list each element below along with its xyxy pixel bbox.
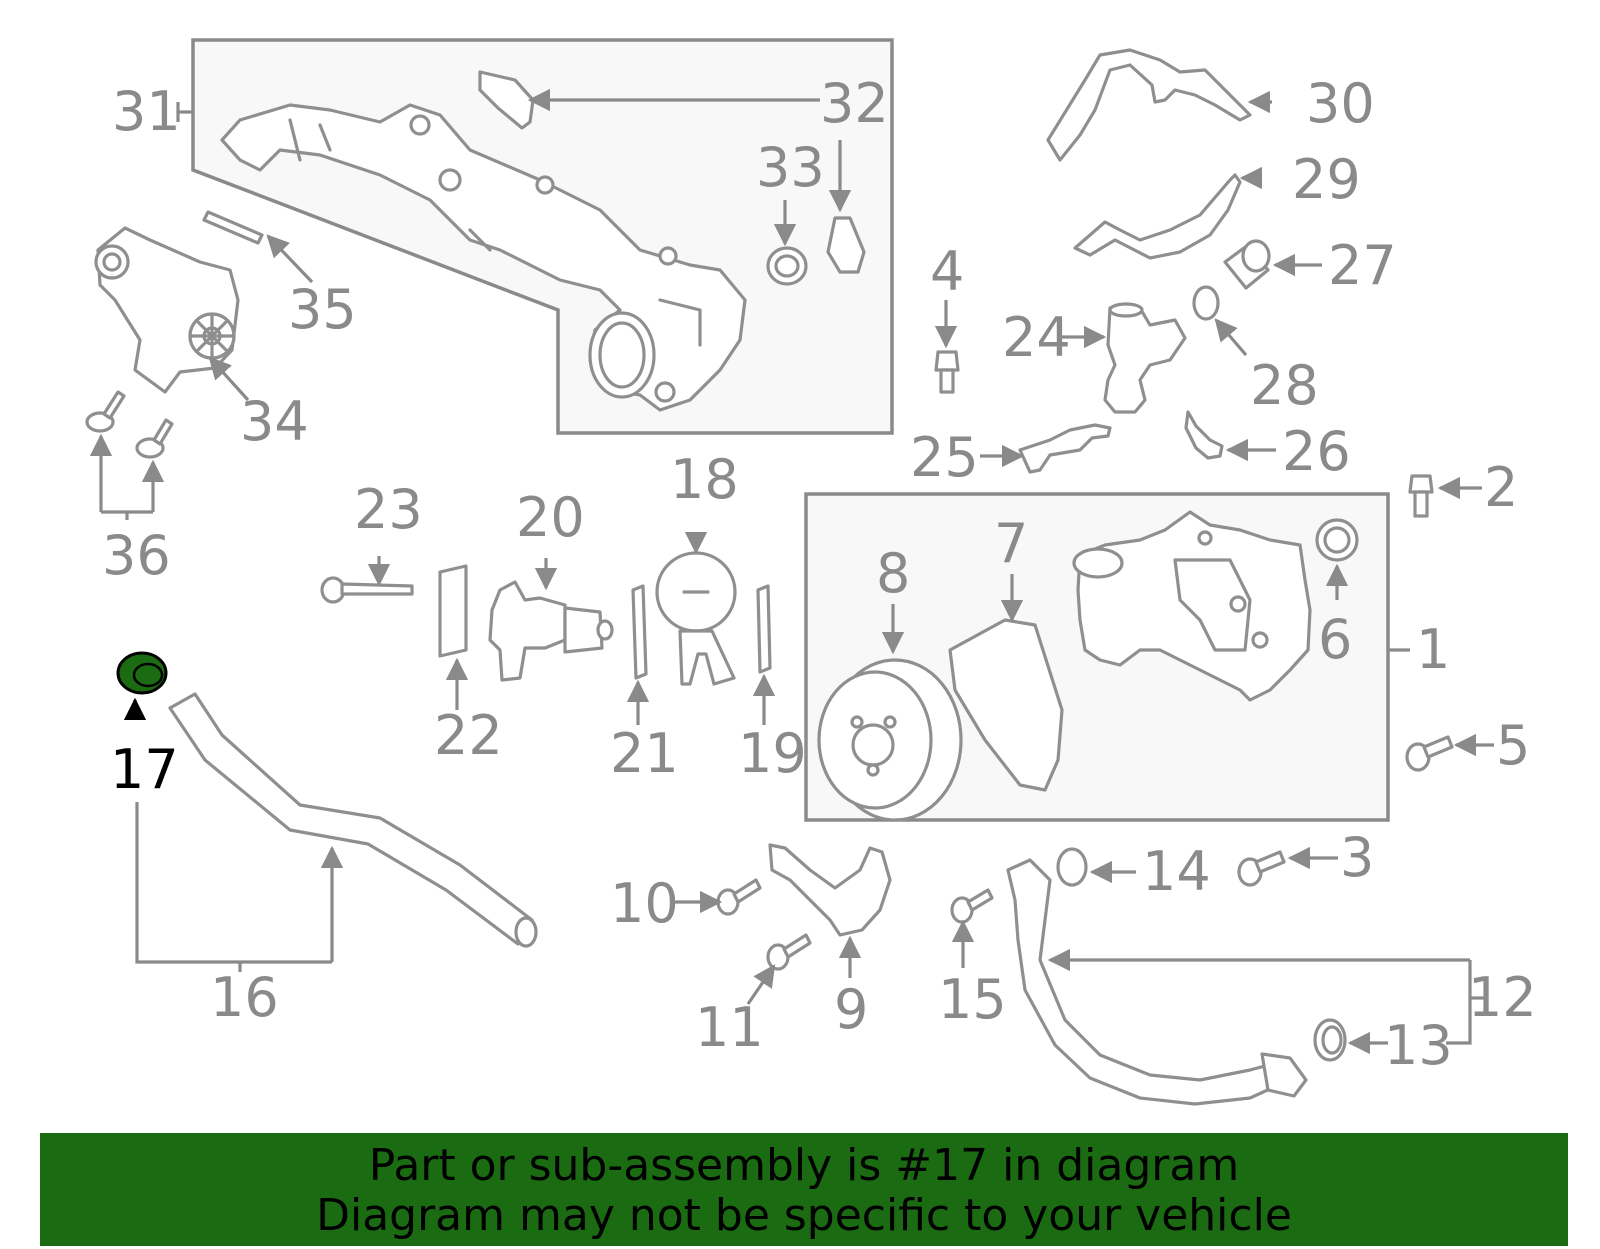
bolt-part-23[interactable]	[320, 576, 414, 604]
thermostat-cover-part-18[interactable]	[655, 551, 737, 686]
water-pipe-end-part-16[interactable]	[514, 916, 538, 948]
callout-26: 26	[1282, 420, 1351, 483]
callout-17-highlighted: 17	[110, 738, 179, 801]
callout-4: 4	[930, 240, 964, 303]
gasket-part-32b[interactable]	[826, 216, 866, 274]
callout-30: 30	[1306, 72, 1375, 135]
callout-22: 22	[434, 704, 503, 767]
callout-34: 34	[240, 390, 309, 453]
callout-6: 6	[1318, 608, 1352, 671]
bolt-part-2[interactable]	[1408, 474, 1434, 518]
o-ring-part-17-highlighted[interactable]	[116, 651, 168, 695]
callout-7: 7	[994, 512, 1028, 575]
o-ring-part-33[interactable]	[766, 246, 808, 286]
clip-bracket-part-25[interactable]	[1018, 423, 1112, 474]
bolt-part-4[interactable]	[934, 350, 960, 394]
callout-13: 13	[1384, 1014, 1453, 1077]
callout-32: 32	[820, 72, 889, 135]
sensor-part-24[interactable]	[1103, 302, 1187, 414]
callout-33: 33	[756, 136, 825, 199]
callout-15: 15	[938, 968, 1007, 1031]
callout-2: 2	[1484, 456, 1518, 519]
banner-line-disclaimer: Diagram may not be specific to your vehi…	[316, 1190, 1292, 1241]
o-ring-part-14[interactable]	[1056, 847, 1088, 887]
bolt-part-15[interactable]	[950, 888, 994, 924]
bolt-part-36a[interactable]	[85, 390, 126, 433]
water-outlet-part-34[interactable]	[94, 226, 240, 394]
callout-14: 14	[1142, 840, 1211, 903]
callout-18: 18	[670, 448, 739, 511]
seal-part-22[interactable]	[438, 564, 468, 658]
leader-lines	[89, 88, 1494, 1055]
callout-31: 31	[112, 80, 181, 143]
callout-19: 19	[738, 722, 807, 785]
callout-3: 3	[1340, 826, 1374, 889]
callout-1: 1	[1416, 618, 1450, 681]
bolt-part-3[interactable]	[1237, 850, 1286, 887]
water-pump-housing-part[interactable]	[1072, 510, 1312, 702]
callout-27: 27	[1328, 234, 1397, 297]
o-ring-part-6[interactable]	[1315, 518, 1359, 562]
bolt-part-10[interactable]	[716, 878, 762, 916]
bracket-part-30[interactable]	[1046, 48, 1252, 162]
callout-11: 11	[695, 996, 764, 1059]
callout-21: 21	[610, 722, 679, 785]
callout-23: 23	[354, 478, 423, 541]
info-banner: Part or sub-assembly is #17 in diagram D…	[40, 1133, 1568, 1246]
callout-35: 35	[288, 278, 357, 341]
callout-28: 28	[1250, 354, 1319, 417]
thermostat-housing-part[interactable]	[220, 103, 747, 412]
bolt-part-36b[interactable]	[135, 418, 174, 459]
gasket-part-7[interactable]	[948, 618, 1064, 792]
callout-16: 16	[210, 966, 279, 1029]
callout-20: 20	[516, 486, 585, 549]
callout-labels: 1 2 3 4 5 6 7 8 9 10 11 12 13 14 15 16 1…	[102, 72, 1537, 1077]
callout-24: 24	[1002, 306, 1071, 369]
seal-strip-part-35[interactable]	[202, 210, 264, 245]
bolt-part-11[interactable]	[766, 933, 812, 971]
callout-8: 8	[876, 542, 910, 605]
gasket-part-19[interactable]	[756, 584, 772, 674]
bracket-part-29[interactable]	[1073, 173, 1242, 260]
callout-12: 12	[1468, 966, 1537, 1029]
callout-9: 9	[834, 978, 868, 1041]
bracket-part-9[interactable]	[768, 843, 892, 937]
flange-part-12[interactable]	[1260, 1052, 1308, 1098]
plug-part-27[interactable]	[1223, 239, 1271, 290]
o-ring-part-28[interactable]	[1192, 285, 1220, 321]
thermostat-part-20[interactable]	[488, 580, 614, 682]
bolt-part-5[interactable]	[1405, 735, 1454, 772]
callout-36: 36	[102, 524, 171, 587]
clip-part-26[interactable]	[1184, 410, 1224, 460]
gasket-part-32[interactable]	[478, 70, 535, 130]
o-ring-part-13[interactable]	[1313, 1018, 1347, 1062]
gasket-part-21[interactable]	[631, 584, 648, 680]
callout-29: 29	[1292, 148, 1361, 211]
pulley-part-8[interactable]	[817, 658, 963, 822]
banner-line-part-number: Part or sub-assembly is #17 in diagram	[368, 1140, 1240, 1191]
callout-10: 10	[610, 872, 679, 935]
callout-25: 25	[910, 426, 979, 489]
callout-5: 5	[1496, 714, 1530, 777]
